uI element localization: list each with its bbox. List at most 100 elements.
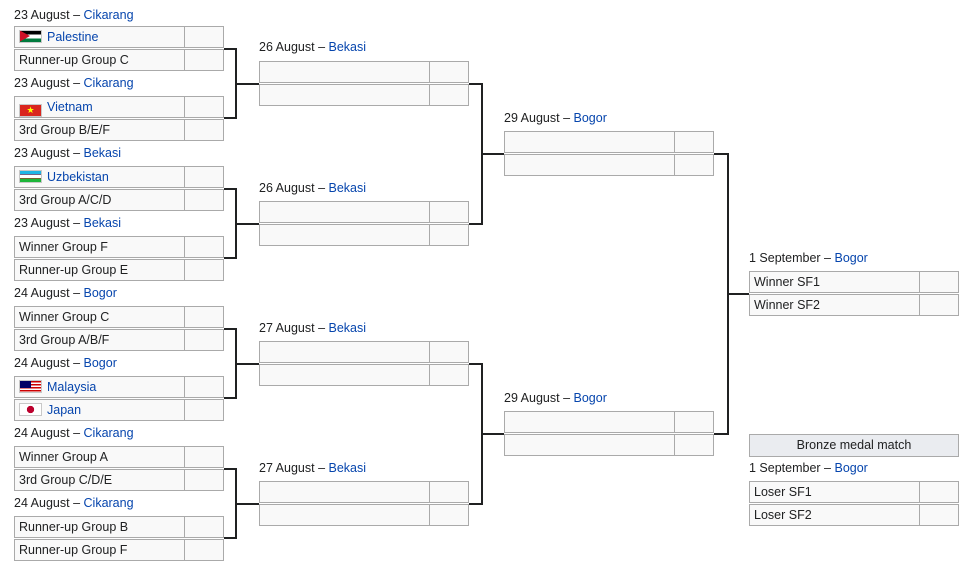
team-slot: 3rd Group A/B/F: [14, 329, 185, 351]
venue-link[interactable]: Cikarang: [83, 426, 134, 440]
team-slot: [504, 411, 675, 433]
team-palestine[interactable]: Palestine: [14, 26, 185, 48]
team-name: Uzbekistan: [47, 170, 109, 184]
team-slot: Runner-up Group F: [14, 539, 185, 561]
bracket-line: [481, 153, 504, 155]
match-date: 23 August: [14, 146, 70, 160]
match-date: 27 August: [259, 321, 315, 335]
score-cell: [184, 26, 224, 48]
bracket-line: [469, 503, 482, 505]
bracket-line: [727, 293, 749, 295]
team-slot: 3rd Group C/D/E: [14, 469, 185, 491]
score-cell: [674, 411, 714, 433]
qf-match-1-header: 26 August – Bekasi: [259, 40, 367, 54]
team-slot: Runner-up Group B: [14, 516, 185, 538]
score-cell: [429, 224, 469, 246]
bracket-line: [224, 328, 236, 330]
team-slot: [259, 364, 430, 386]
venue-link[interactable]: Bekasi: [83, 146, 122, 160]
qf-match-4-header: 27 August – Bekasi: [259, 461, 367, 475]
bracket-line: [235, 363, 259, 365]
match-date: 24 August: [14, 356, 70, 370]
bracket-line: [481, 433, 504, 435]
venue-link[interactable]: Bogor: [834, 251, 868, 265]
sf-match-2-header: 29 August – Bogor: [504, 391, 607, 405]
team-slot: 3rd Group B/E/F: [14, 119, 185, 141]
bracket-line: [469, 83, 482, 85]
match-date: 29 August: [504, 391, 560, 405]
team-japan[interactable]: Japan: [14, 399, 185, 421]
venue-link[interactable]: Bekasi: [328, 40, 367, 54]
venue-link[interactable]: Bekasi: [328, 181, 367, 195]
score-cell: [674, 131, 714, 153]
score-cell: [674, 434, 714, 456]
score-cell: [184, 119, 224, 141]
team-slot: [259, 201, 430, 223]
venue-link[interactable]: Bogor: [83, 286, 117, 300]
team-slot: Loser SF1: [749, 481, 920, 503]
bracket-line: [469, 223, 482, 225]
bracket-line: [224, 468, 236, 470]
team-slot: [259, 224, 430, 246]
team-slot: Runner-up Group C: [14, 49, 185, 71]
venue-link[interactable]: Cikarang: [83, 76, 134, 90]
team-name: Palestine: [47, 30, 99, 44]
match-date: 26 August: [259, 40, 315, 54]
r16-match-6-header: 24 August – Bogor: [14, 356, 117, 370]
bracket-line: [224, 537, 236, 539]
r16-match-2-header: 23 August – Cikarang: [14, 76, 134, 90]
venue-link[interactable]: Cikarang: [83, 8, 134, 22]
venue-link[interactable]: Bekasi: [83, 216, 122, 230]
team-uzbekistan[interactable]: Uzbekistan: [14, 166, 185, 188]
score-cell: [184, 329, 224, 351]
team-slot: [259, 341, 430, 363]
match-date: 1 September: [749, 251, 821, 265]
bracket-line: [224, 48, 236, 50]
team-slot: [259, 61, 430, 83]
team-slot: [259, 481, 430, 503]
score-cell: [919, 481, 959, 503]
r16-match-7-header: 24 August – Cikarang: [14, 426, 134, 440]
team-malaysia[interactable]: Malaysia: [14, 376, 185, 398]
score-cell: [184, 376, 224, 398]
venue-link[interactable]: Bekasi: [328, 321, 367, 335]
r16-match-3-header: 23 August – Bekasi: [14, 146, 122, 160]
r16-match-1-header: 23 August – Cikarang: [14, 8, 134, 22]
palestine-flag-icon: [19, 30, 42, 43]
venue-link[interactable]: Bekasi: [328, 461, 367, 475]
venue-link[interactable]: Bogor: [83, 356, 117, 370]
match-date: 23 August: [14, 8, 70, 22]
malaysia-flag-icon: [19, 380, 42, 393]
qf-match-2-header: 26 August – Bekasi: [259, 181, 367, 195]
team-slot: [504, 131, 675, 153]
r16-match-5-header: 24 August – Bogor: [14, 286, 117, 300]
venue-link[interactable]: Cikarang: [83, 496, 134, 510]
bracket-line: [714, 153, 728, 155]
team-slot: Winner SF2: [749, 294, 920, 316]
team-slot: [504, 154, 675, 176]
sf-match-1-header: 29 August – Bogor: [504, 111, 607, 125]
score-cell: [184, 236, 224, 258]
venue-link[interactable]: Bogor: [573, 391, 607, 405]
team-slot: Winner Group C: [14, 306, 185, 328]
r16-match-8-header: 24 August – Cikarang: [14, 496, 134, 510]
score-cell: [184, 166, 224, 188]
team-name: Malaysia: [47, 380, 97, 394]
team-slot: 3rd Group A/C/D: [14, 189, 185, 211]
score-cell: [184, 96, 224, 118]
score-cell: [919, 504, 959, 526]
team-slot: Winner Group F: [14, 236, 185, 258]
venue-link[interactable]: Bogor: [834, 461, 868, 475]
match-date: 1 September: [749, 461, 821, 475]
bracket-line: [224, 188, 236, 190]
bracket-line: [235, 223, 259, 225]
team-vietnam[interactable]: ★Vietnam: [14, 96, 185, 118]
team-slot: [259, 504, 430, 526]
score-cell: [429, 61, 469, 83]
venue-link[interactable]: Bogor: [573, 111, 607, 125]
score-cell: [919, 294, 959, 316]
score-cell: [184, 189, 224, 211]
score-cell: [429, 364, 469, 386]
bracket-line: [469, 363, 482, 365]
score-cell: [184, 259, 224, 281]
